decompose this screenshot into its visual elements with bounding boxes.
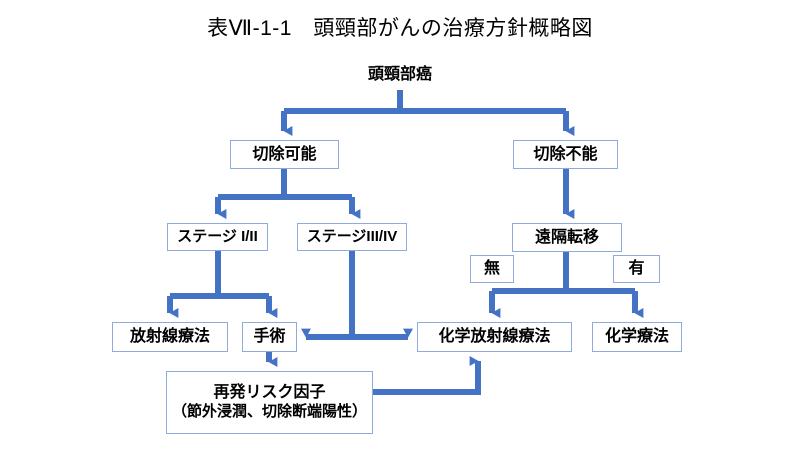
- risk-factor-detail: （節外浸潤、切除断端陽性）: [171, 403, 367, 421]
- node-label: 化学療法: [604, 328, 669, 345]
- node-label: 頭頸部癌: [367, 66, 432, 83]
- node-label: 化学放射線療法: [438, 328, 551, 345]
- node-label: ステージIII/IV: [306, 227, 398, 245]
- node-riskfactor: 再発リスク因子（節外浸潤、切除断端陽性）: [166, 371, 373, 434]
- edge-risk-factor-to-chemoradiotherapy: [373, 356, 481, 395]
- node-label: 手術: [253, 328, 286, 345]
- node-label: 遠隔転移: [534, 228, 599, 246]
- node-label: 切除可能: [252, 145, 317, 163]
- node-chemoradio: 化学放射線療法: [417, 322, 572, 352]
- node-radio: 放射線療法: [112, 322, 228, 352]
- node-label: 切除不能: [533, 145, 598, 163]
- node-chemo: 化学療法: [592, 322, 682, 352]
- node-root: 頭頸部癌: [355, 62, 445, 88]
- node-meta-yes: 有: [613, 255, 660, 283]
- node-stage34: ステージIII/IV: [297, 223, 407, 251]
- node-resectable: 切除可能: [230, 140, 339, 169]
- node-metastasis: 遠隔転移: [512, 223, 622, 252]
- node-surgery: 手術: [242, 322, 297, 352]
- node-label: 無: [483, 260, 500, 277]
- node-label: 有: [628, 260, 645, 277]
- risk-factor-title: 再発リスク因子: [213, 384, 326, 402]
- node-unresect: 切除不能: [513, 140, 618, 169]
- node-stage12: ステージ I/II: [167, 223, 268, 251]
- node-meta-no: 無: [470, 255, 514, 283]
- page-title: 表Ⅶ-1-1 頭頸部がんの治療方針概略図: [207, 17, 593, 40]
- node-label: ステージ I/II: [177, 227, 258, 245]
- node-label: 放射線療法: [129, 328, 210, 345]
